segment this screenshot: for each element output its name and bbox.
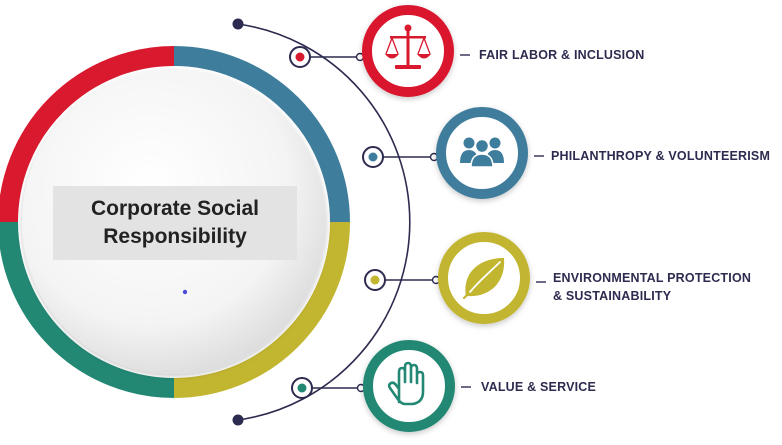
branch-value-service bbox=[291, 340, 471, 432]
segmented-ring bbox=[0, 46, 350, 398]
raised-hand-icon bbox=[387, 361, 425, 406]
center-title-line-2: Responsibility bbox=[103, 225, 247, 248]
center-title-line-1: Corporate Social bbox=[90, 197, 260, 220]
label-environment: ENVIRONMENTAL PROTECTION & SUSTAINABILIT… bbox=[553, 271, 752, 303]
label-value-service: VALUE & SERVICE bbox=[481, 380, 597, 394]
arc-end-bottom bbox=[232, 414, 244, 426]
connector-arc bbox=[237, 23, 411, 421]
branch-philanthropy bbox=[362, 107, 544, 199]
leaf-icon bbox=[462, 258, 505, 300]
people-group-icon bbox=[460, 137, 504, 168]
arc-end-top bbox=[232, 18, 244, 30]
ring-segment-red bbox=[0, 46, 175, 223]
label-philanthropy: PHILANTHROPY & VOLUNTEERISM bbox=[551, 149, 771, 163]
branch-fair-labor bbox=[289, 5, 470, 97]
branch-environment bbox=[364, 232, 546, 324]
ring-segment-olive bbox=[173, 221, 350, 398]
ring-segment-teal bbox=[0, 221, 175, 398]
scales-icon bbox=[385, 24, 431, 69]
label-fair-labor: FAIR LABOR & INCLUSION bbox=[479, 48, 645, 62]
center-dot bbox=[182, 289, 188, 295]
ring-segment-blue bbox=[173, 46, 350, 223]
center-title-box: Corporate Social Responsibility bbox=[53, 186, 297, 260]
